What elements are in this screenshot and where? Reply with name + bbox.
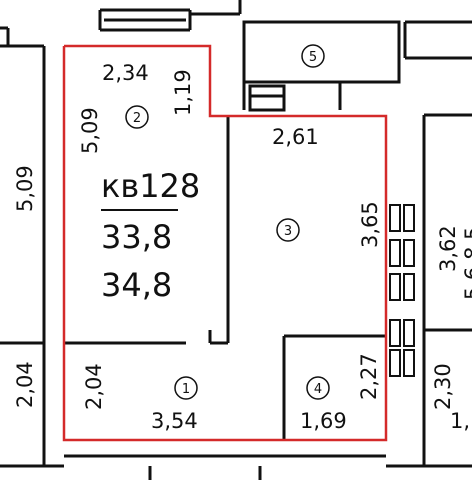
dimension-2-34: 2,34	[102, 61, 149, 85]
dimension-right-partial: 1,	[450, 409, 470, 433]
room-marker-4: 4	[306, 376, 330, 400]
dimension-3-65: 3,65	[358, 201, 382, 248]
room-number: 4	[314, 382, 322, 397]
dimension-2-04-left: 2,04	[13, 361, 37, 408]
dimension-2-30-right: 2,30	[431, 363, 455, 410]
dimension-1-19: 1,19	[171, 69, 195, 116]
dimension-5-09-left: 5,09	[13, 165, 37, 212]
room-marker-3: 3	[276, 218, 300, 242]
room-marker-1: 1	[174, 376, 198, 400]
dimension-1-69: 1,69	[300, 409, 347, 433]
dimension-right-cut: 5,6,8,5	[461, 227, 472, 300]
dimension-5-09-room2: 5,09	[78, 107, 102, 154]
room-number: 2	[133, 111, 141, 126]
apartment-area-total: 34,8	[101, 266, 172, 304]
room-marker-5: 5	[301, 44, 325, 68]
apartment-label: кв128	[101, 167, 200, 205]
dimension-2-04-room1: 2,04	[82, 363, 106, 410]
room-marker-2: 2	[125, 105, 149, 129]
dimension-2-27: 2,27	[357, 353, 381, 400]
dimension-3-62-right: 3,62	[436, 225, 460, 272]
room-number: 1	[182, 382, 190, 397]
dimension-3-54: 3,54	[151, 409, 198, 433]
dimension-2-61: 2,61	[272, 125, 319, 149]
room-number: 5	[309, 50, 317, 65]
apartment-outline	[62, 44, 388, 442]
apartment-area-living: 33,8	[101, 218, 172, 256]
room-number: 3	[284, 224, 292, 239]
ventilation-shafts	[389, 204, 415, 377]
